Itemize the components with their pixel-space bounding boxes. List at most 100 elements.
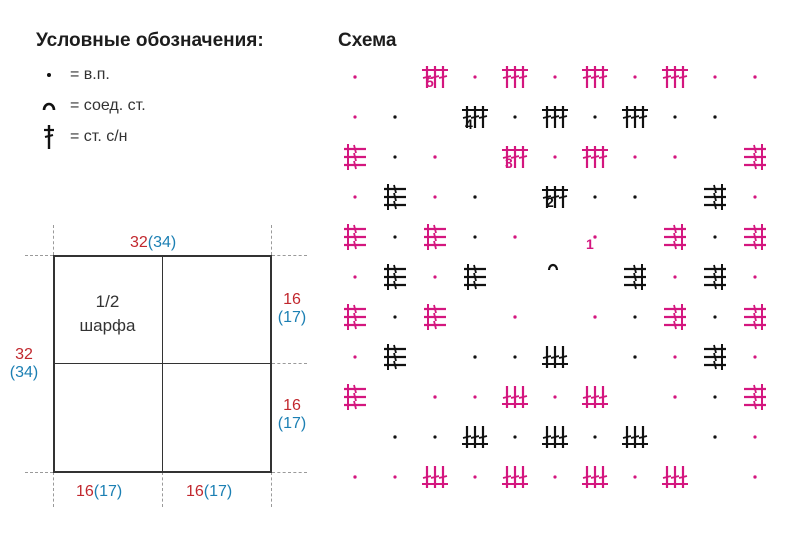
right-lower-label: 16(17) [277,397,307,432]
chain-dot [513,315,517,319]
chain-dot [633,315,637,319]
dc-stitch [664,320,686,330]
chain-dot [753,75,757,79]
chain-dot [353,475,357,479]
dc-stitch [598,466,608,488]
dc-stitch [438,466,448,488]
chain-dot [473,235,477,239]
dc-stitch [744,320,766,330]
left-height-label: 32(34) [9,346,39,381]
double-crochet-icon [38,123,60,151]
chain-dot [353,75,357,79]
chain-dot [473,355,477,359]
dc-stitch [478,426,488,448]
round-label-5: 5 [426,74,434,90]
scheme-title: Схема [338,30,397,51]
chain-dot [393,435,397,439]
round-label-4: 4 [465,116,473,132]
chain-dot [433,195,437,199]
chain-dot [633,195,637,199]
chain-dot [713,395,717,399]
dc-stitch [744,400,766,410]
bottom-right-label: 16(17) [186,483,233,500]
dc-stitch [344,400,366,410]
chain-dot [393,315,397,319]
dc-stitch [384,280,406,290]
dc-stitch [704,360,726,370]
chain-dot [393,475,397,479]
chain-dot [513,115,517,119]
dc-stitch [558,426,568,448]
bottom-left-label: 16(17) [76,483,123,500]
dc-stitch [478,106,488,128]
dc-stitch [518,66,528,88]
right-upper-label: 16(17) [277,291,307,326]
legend-item-slip: = соед. ст. [38,94,146,118]
chain-dot [673,155,677,159]
chain-dot [633,75,637,79]
chain-dot [473,475,477,479]
chain-dot [753,475,757,479]
dc-stitch [678,466,688,488]
dc-stitch [464,280,486,290]
dc-stitch [438,66,448,88]
dc-stitch [518,146,528,168]
chain-dot [353,115,357,119]
slip-stitch-icon [38,99,60,113]
chain-dot [513,235,517,239]
chain-dot [553,75,557,79]
dc-stitch [744,240,766,250]
legend-chain-text: = в.п. [70,66,110,83]
legend-item-dc: = ст. с/н [38,125,128,149]
chain-dot [633,355,637,359]
chain-dot [753,435,757,439]
chain-dot [593,235,597,239]
dc-stitch [558,106,568,128]
dc-stitch [598,386,608,408]
legend-item-chain: = в.п. [38,63,110,87]
chain-dot [593,195,597,199]
crochet-scheme: 5 4 3 2 1 [344,66,766,488]
dc-stitch [558,186,568,208]
chain-dot [433,275,437,279]
chain-dot [473,75,477,79]
dc-stitch [744,160,766,170]
dc-stitch [638,106,648,128]
chain-dot [513,355,517,359]
dc-stitch [558,346,568,368]
dc-stitch [384,200,406,210]
chain-dot [593,315,597,319]
chain-dot [473,195,477,199]
round-label-1: 1 [586,236,594,252]
dc-stitch [704,280,726,290]
chain-dot [553,395,557,399]
chain-dot [713,235,717,239]
chain-dot [673,115,677,119]
chain-dot [633,155,637,159]
chain-dot [673,275,677,279]
chain-dot [713,315,717,319]
chain-dot [353,195,357,199]
dc-stitch [424,320,446,330]
chain-dot [713,75,717,79]
chain-dot [753,355,757,359]
chain-dot [433,435,437,439]
chain-dot [433,155,437,159]
chain-dot [753,195,757,199]
dc-stitch [424,240,446,250]
chain-dot [553,475,557,479]
chain-dot [393,235,397,239]
dc-stitch [664,240,686,250]
chain-dot [393,115,397,119]
dc-stitch [598,66,608,88]
dc-stitch [518,466,528,488]
chain-dot [713,115,717,119]
dc-stitch [598,146,608,168]
dc-stitch [638,426,648,448]
chain-dot [593,435,597,439]
chain-dot [673,355,677,359]
chain-dot [753,275,757,279]
dc-stitch [518,386,528,408]
dc-stitch [704,200,726,210]
